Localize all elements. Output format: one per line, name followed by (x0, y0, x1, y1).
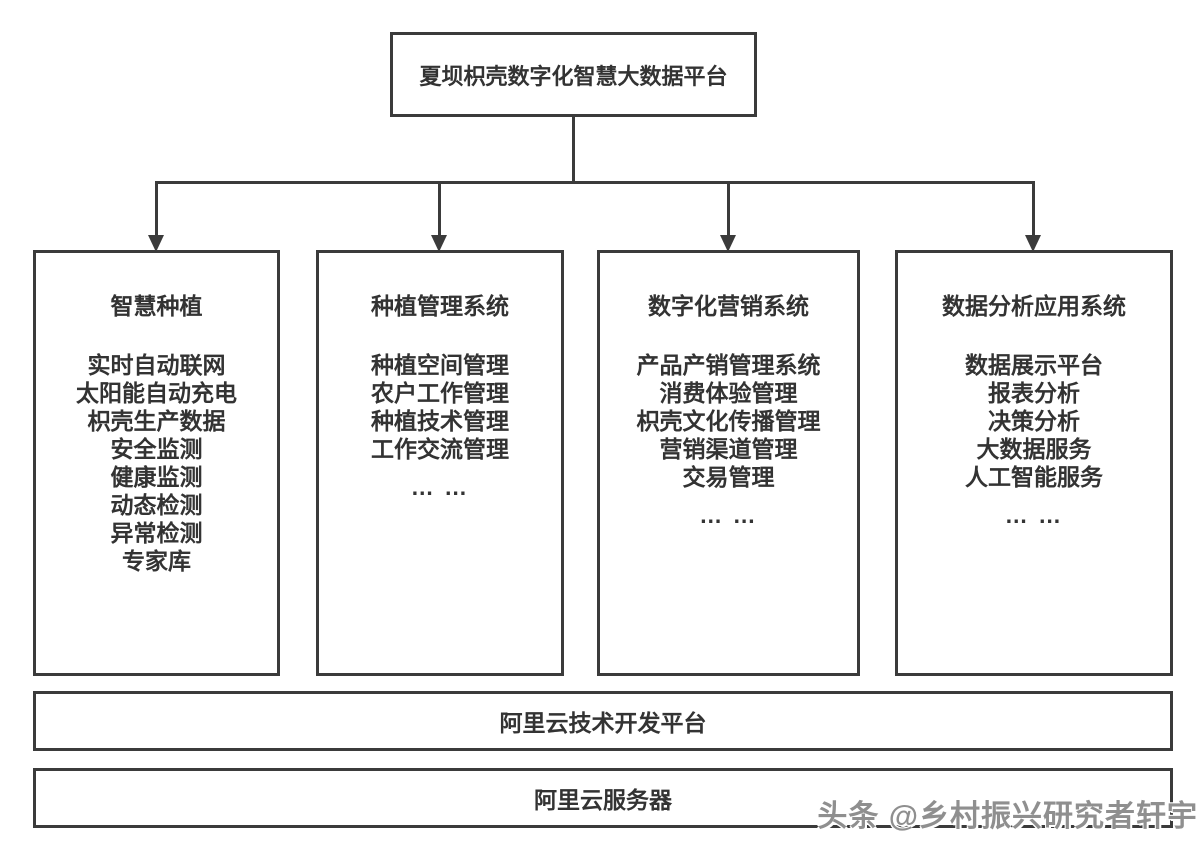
list-item: 异常检测 (110, 520, 203, 546)
list-item: 枳壳文化传播管理 (636, 408, 821, 434)
arrow-down-icon (431, 235, 447, 252)
list-item: 产品产销管理系统 (636, 352, 821, 378)
list-item: 动态检测 (110, 492, 203, 518)
ellipsis-more-text: … … (410, 474, 470, 500)
system-box-planting-management: 种植管理系统 种植空间管理 农户工作管理 种植技术管理 工作交流管理 … … (316, 250, 564, 676)
list-item: 交易管理 (682, 464, 775, 490)
platform-bar-label: 阿里云服务器 (534, 787, 672, 813)
list-item: 种植空间管理 (371, 352, 509, 378)
list-item: 工作交流管理 (371, 436, 509, 462)
list-item: 健康监测 (110, 464, 203, 490)
arrow-down-icon (720, 235, 736, 252)
list-item: 数据展示平台 (965, 352, 1103, 378)
list-item: 太阳能自动充电 (76, 380, 237, 406)
list-item: 枳壳生产数据 (87, 408, 226, 434)
connector-horizontal-line (155, 181, 1035, 184)
root-platform-box: 夏坝枳壳数字化智慧大数据平台 (390, 32, 757, 117)
system-box-title: 数字化营销系统 (648, 293, 809, 319)
system-box-title: 数据分析应用系统 (942, 293, 1126, 319)
connector-drop-line-4 (1032, 184, 1035, 236)
list-item: 大数据服务 (976, 436, 1092, 462)
list-item: 人工智能服务 (965, 464, 1103, 490)
list-item: 消费体验管理 (659, 380, 798, 406)
connector-drop-line-3 (727, 184, 730, 236)
list-item: 决策分析 (988, 408, 1080, 434)
ellipsis-more-text: … … (1004, 502, 1064, 528)
list-item: 种植技术管理 (371, 408, 509, 434)
root-platform-label: 夏坝枳壳数字化智慧大数据平台 (419, 63, 728, 89)
list-item: 报表分析 (988, 380, 1080, 406)
system-box-smart-planting: 智慧种植 实时自动联网 太阳能自动充电 枳壳生产数据 安全监测 健康监测 动态检… (33, 250, 280, 676)
list-item: 专家库 (122, 548, 191, 574)
system-box-title: 智慧种植 (110, 293, 203, 319)
platform-bar-aliyun-dev-platform: 阿里云技术开发平台 (33, 691, 1173, 751)
system-box-data-analysis: 数据分析应用系统 数据展示平台 报表分析 决策分析 大数据服务 人工智能服务 …… (895, 250, 1173, 676)
list-item: 营销渠道管理 (659, 436, 798, 462)
system-box-digital-marketing: 数字化营销系统 产品产销管理系统 消费体验管理 枳壳文化传播管理 营销渠道管理 … (597, 250, 860, 676)
ellipsis-more-text: … … (699, 502, 758, 528)
platform-bar-aliyun-server: 阿里云服务器 (33, 768, 1173, 828)
list-item: 安全监测 (110, 436, 203, 462)
list-item: 实时自动联网 (87, 352, 226, 378)
arrow-down-icon (148, 235, 164, 252)
system-box-title: 种植管理系统 (371, 293, 509, 319)
platform-bar-label: 阿里云技术开发平台 (499, 710, 707, 736)
connector-drop-line-1 (155, 184, 158, 236)
connector-drop-line-2 (438, 184, 441, 236)
connector-stem-line (572, 115, 575, 184)
watermark: 头条 @乡村振兴研究者轩宇 (817, 800, 1198, 833)
list-item: 农户工作管理 (371, 380, 509, 406)
arrow-down-icon (1025, 235, 1041, 252)
